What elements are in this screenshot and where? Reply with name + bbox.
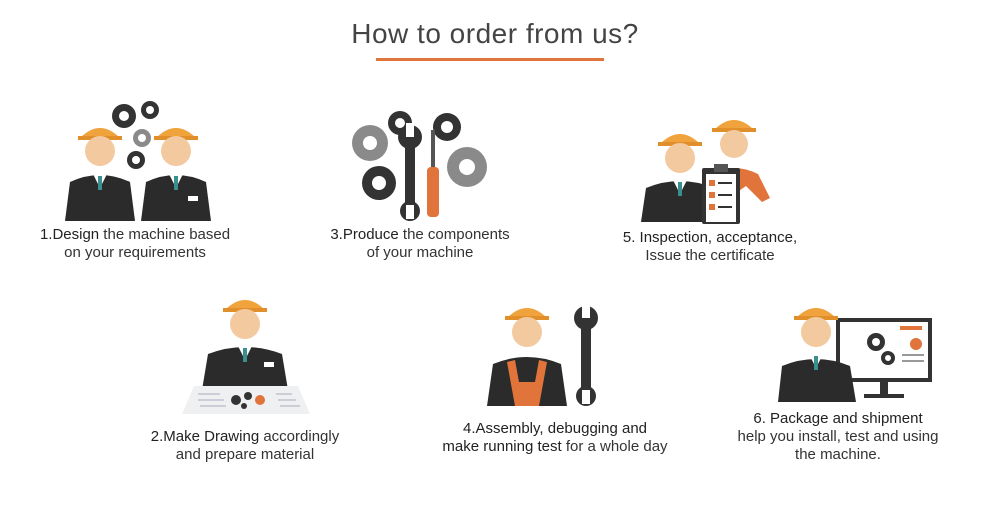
step-assembly-title: 4.Assembly, debugging and <box>462 420 647 437</box>
step-design-title: 1.Design <box>39 226 100 243</box>
page-title: How to order from us? <box>351 18 639 49</box>
step-design-text: the machine based <box>99 226 231 243</box>
step-design <box>60 96 220 221</box>
worker-with-wrench-icon <box>487 304 598 406</box>
step-design-caption: 1.Design the machine based on your requi… <box>30 226 240 262</box>
step-drawing <box>180 290 310 415</box>
step-assembly <box>485 298 605 408</box>
step-inspection-caption: 5. Inspection, acceptance, Issue the cer… <box>600 229 820 265</box>
step-package-caption: 6. Package and shipment help you install… <box>728 410 948 464</box>
step-drawing-caption: 2.Make Drawing accordingly and prepare m… <box>140 428 350 464</box>
step-drawing-title: 2.Make Drawing <box>150 428 260 445</box>
step-package-text-2: the machine. <box>795 446 881 463</box>
tools-and-gears-icon <box>352 111 487 221</box>
step-produce <box>345 105 495 221</box>
engineer-drawing-icon <box>182 300 310 414</box>
step-design-text-2: on your requirements <box>64 244 206 261</box>
step-produce-title: 3.Produce <box>330 226 399 243</box>
step-inspection-text: Issue the certificate <box>645 247 775 264</box>
step-produce-caption: 3.Produce the components of your machine <box>310 226 530 262</box>
title-underline <box>376 58 604 61</box>
step-produce-text-2: of your machine <box>366 244 474 261</box>
step-inspection-title: 5. Inspection, acceptance, <box>622 229 798 246</box>
step-produce-text: the components <box>398 226 510 243</box>
step-package <box>778 296 938 404</box>
step-drawing-text: accordingly <box>259 428 340 445</box>
engineers-with-gears-icon <box>65 101 211 221</box>
step-package-text: help you install, test and using <box>737 428 939 445</box>
step-assembly-text: for a whole day <box>561 438 668 455</box>
inspection-checklist-icon <box>641 120 770 224</box>
step-assembly-caption: 4.Assembly, debugging and make running t… <box>430 420 680 456</box>
engineer-with-monitor-icon <box>778 308 932 402</box>
step-assembly-title-2: make running test <box>442 438 562 455</box>
step-drawing-text-2: and prepare material <box>175 446 315 463</box>
step-inspection <box>636 104 786 228</box>
step-package-title: 6. Package and shipment <box>753 410 923 427</box>
